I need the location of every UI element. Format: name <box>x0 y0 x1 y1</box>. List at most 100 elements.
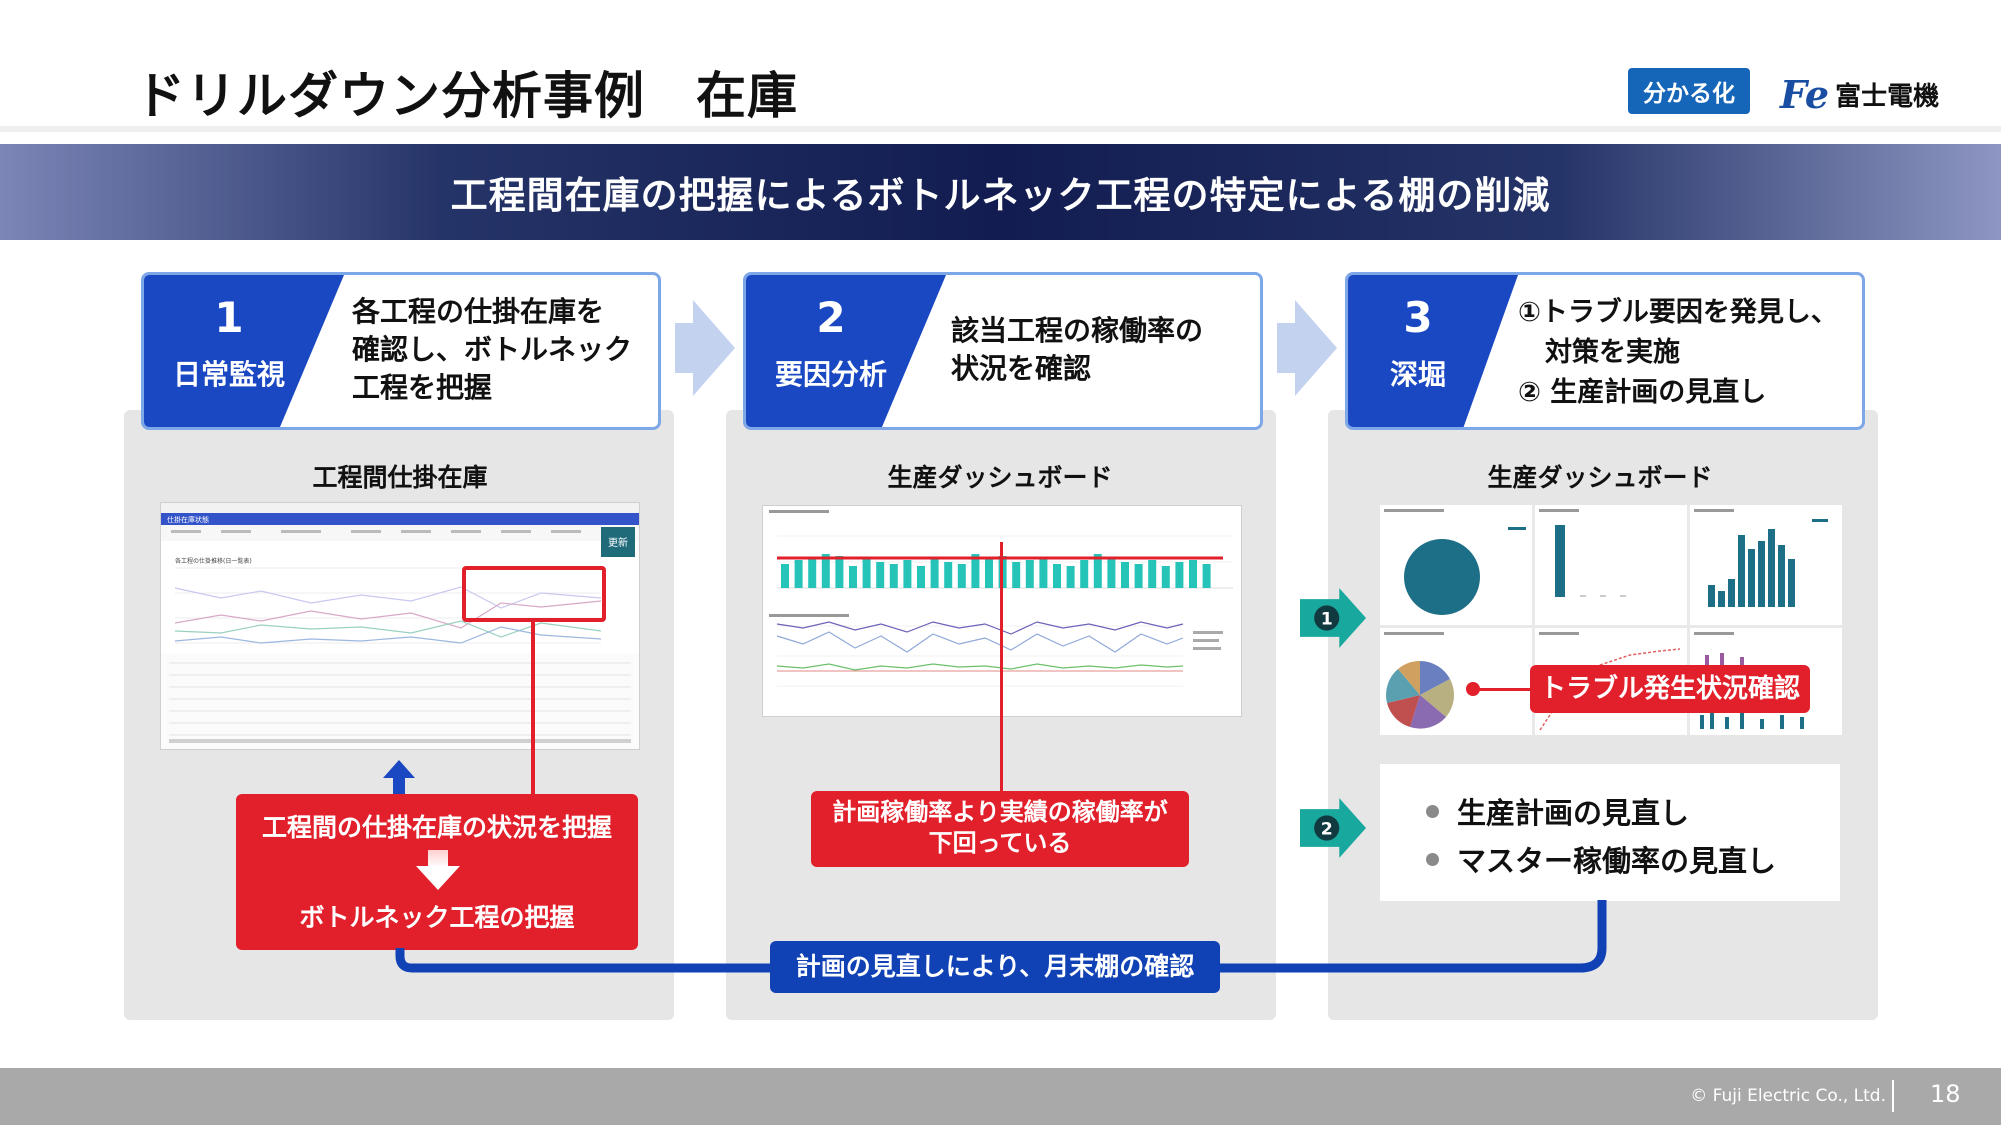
step3-header: 3 深堀 ①トラブル要因を発見し、 対策を実施 ② 生産計画の見直し <box>1345 272 1865 430</box>
subject-banner: 工程間在庫の把握によるボトルネック工程の特定による棚の削減 <box>0 144 2001 240</box>
mock-bar <box>1202 564 1211 588</box>
mock-bar <box>1175 562 1184 588</box>
footer-separator <box>1892 1080 1894 1112</box>
mock-bar <box>1134 564 1143 588</box>
mock-bar <box>794 560 803 588</box>
wip-inventory-screenshot: 仕掛在庫状態 更新 各工程の仕掛推移(日一覧表) <box>160 502 640 750</box>
step2-desc-line: 状況を確認 <box>951 352 1092 385</box>
wip-inventory-mock: 仕掛在庫状態 更新 各工程の仕掛推移(日一覧表) <box>161 503 639 749</box>
action-item-text: 生産計画の見直し <box>1457 796 1690 830</box>
operating-rate-callout-line: 下回っている <box>928 829 1072 857</box>
mock-bar <box>1161 566 1170 588</box>
step2-desc-line: 該当工程の稼働率の <box>951 314 1204 347</box>
banner-text: 工程間在庫の把握によるボトルネック工程の特定による棚の削減 <box>450 174 1551 217</box>
mock-bar <box>1012 562 1021 588</box>
mock-bar <box>889 564 898 588</box>
operating-rate-connector-line <box>1000 542 1003 794</box>
mock-bar <box>903 560 912 588</box>
marker-1-number: 1 <box>1321 609 1333 629</box>
mock-bar <box>917 566 925 588</box>
category-badge: 分かる化 <box>1628 68 1750 114</box>
mock-bar <box>876 562 885 588</box>
step3-number: 3 <box>1403 293 1433 342</box>
screen-title: 仕掛在庫状態 <box>167 515 209 524</box>
mock-bar <box>821 554 830 588</box>
mock-bar <box>835 556 844 588</box>
step1-name: 日常監視 <box>172 358 285 391</box>
operating-rate-callout-line: 計画稼働率より実績の稼働率が <box>832 798 1168 826</box>
step1-header: 1 日常監視 各工程の仕掛在庫を 確認し、ボトルネック 工程を把握 <box>141 272 661 430</box>
trouble-pointer-line <box>1478 688 1530 691</box>
mock-bar <box>971 554 980 588</box>
step2-panel-title: 生産ダッシュボード <box>887 463 1113 492</box>
mock-bar <box>1053 564 1061 588</box>
mock-bar <box>1039 558 1048 588</box>
step3-name: 深堀 <box>1389 358 1446 391</box>
mock-bar <box>1107 558 1116 588</box>
step1-desc-line: 確認し、ボトルネック <box>352 333 633 366</box>
mock-bar <box>862 558 871 588</box>
step3-description: ①トラブル要因を発見し、 対策を実施 ② 生産計画の見直し <box>1518 293 1838 413</box>
down-arrow-icon <box>416 850 460 890</box>
mock-bar <box>1025 560 1034 588</box>
mock-bar <box>1066 566 1075 588</box>
step-arrow-1 <box>675 300 735 396</box>
marker-2-number: 2 <box>1321 819 1333 839</box>
operating-rate-callout: 計画稼働率より実績の稼働率が 下回っている <box>811 791 1189 867</box>
step2-header: 2 要因分析 該当工程の稼働率の 状況を確認 <box>743 272 1263 430</box>
step3-desc-line: ② 生産計画の見直し <box>1518 377 1767 408</box>
slide-title: ドリルダウン分析事例 在庫 <box>135 67 798 125</box>
step1-number: 1 <box>214 293 244 342</box>
step3-desc-line: 対策を実施 <box>1518 337 1680 368</box>
mock-bar <box>957 564 966 588</box>
up-arrow-icon <box>383 760 415 800</box>
marker-2-arrow: 2 <box>1300 798 1366 858</box>
marker-1-arrow: 1 <box>1300 588 1366 648</box>
mock-bar <box>1148 560 1157 588</box>
mock-bar <box>808 558 817 588</box>
screen-chart-title: 各工程の仕掛推移(日一覧表) <box>175 557 252 565</box>
header-divider <box>0 126 2001 132</box>
step3-panel-title: 生産ダッシュボード <box>1487 463 1713 492</box>
step1-desc-line: 各工程の仕掛在庫を <box>352 295 605 328</box>
step3-tab: 3 深堀 <box>1348 275 1518 427</box>
trouble-pie <box>1386 660 1455 729</box>
wip-highlight-box <box>462 566 606 622</box>
copyright-text: © Fuji Electric Co., Ltd. <box>1690 1086 1886 1106</box>
mock-bar <box>781 564 789 588</box>
step3-action-list: 生産計画の見直し マスター稼働率の見直し <box>1380 764 1840 901</box>
step2-description: 該当工程の稼働率の 状況を確認 <box>951 312 1203 388</box>
logo-text: 富士電機 <box>1835 82 1940 112</box>
mock-bar <box>930 558 939 588</box>
mock-bar <box>1080 560 1089 588</box>
mock-bar <box>849 566 857 588</box>
action-item: 生産計画の見直し <box>1426 790 1689 832</box>
step3-desc-line: ①トラブル要因を発見し、 <box>1518 297 1838 328</box>
wip-status-callout: 工程間の仕掛在庫の状況を把握 ボトルネック工程の把握 <box>236 794 638 950</box>
action-item-text: マスター稼働率の見直し <box>1457 844 1777 878</box>
step2-name: 要因分析 <box>774 358 887 391</box>
footer-bar <box>0 1068 2001 1125</box>
mock-bar <box>1121 562 1129 588</box>
mock-bar <box>1189 560 1197 588</box>
callout-bottom-text: ボトルネック工程の把握 <box>299 903 575 932</box>
feedback-loop-label: 計画の見直しにより、月末棚の確認 <box>770 941 1220 993</box>
step1-panel-title: 工程間仕掛在庫 <box>312 463 488 492</box>
step-arrow-2 <box>1277 300 1337 396</box>
mock-bar <box>985 558 993 588</box>
operating-rate-mock <box>769 510 1233 687</box>
step1-desc-line: 工程を把握 <box>352 371 493 404</box>
logo-mark: Fe <box>1780 72 1830 117</box>
trouble-status-callout: トラブル発生状況確認 <box>1530 665 1810 713</box>
mock-bar <box>944 562 953 588</box>
company-logo: Fe 富士電機 <box>1780 72 1939 117</box>
bullet-dot <box>1426 852 1439 866</box>
wip-connector-line <box>531 618 535 794</box>
step2-number: 2 <box>816 293 846 342</box>
page-number: 18 <box>1930 1080 1961 1108</box>
bullet-dot <box>1426 804 1439 818</box>
trouble-pointer-dot <box>1466 682 1480 696</box>
mock-bar <box>1093 554 1102 588</box>
callout-top-text: 工程間の仕掛在庫の状況を把握 <box>261 813 612 842</box>
update-button: 更新 <box>608 536 628 549</box>
